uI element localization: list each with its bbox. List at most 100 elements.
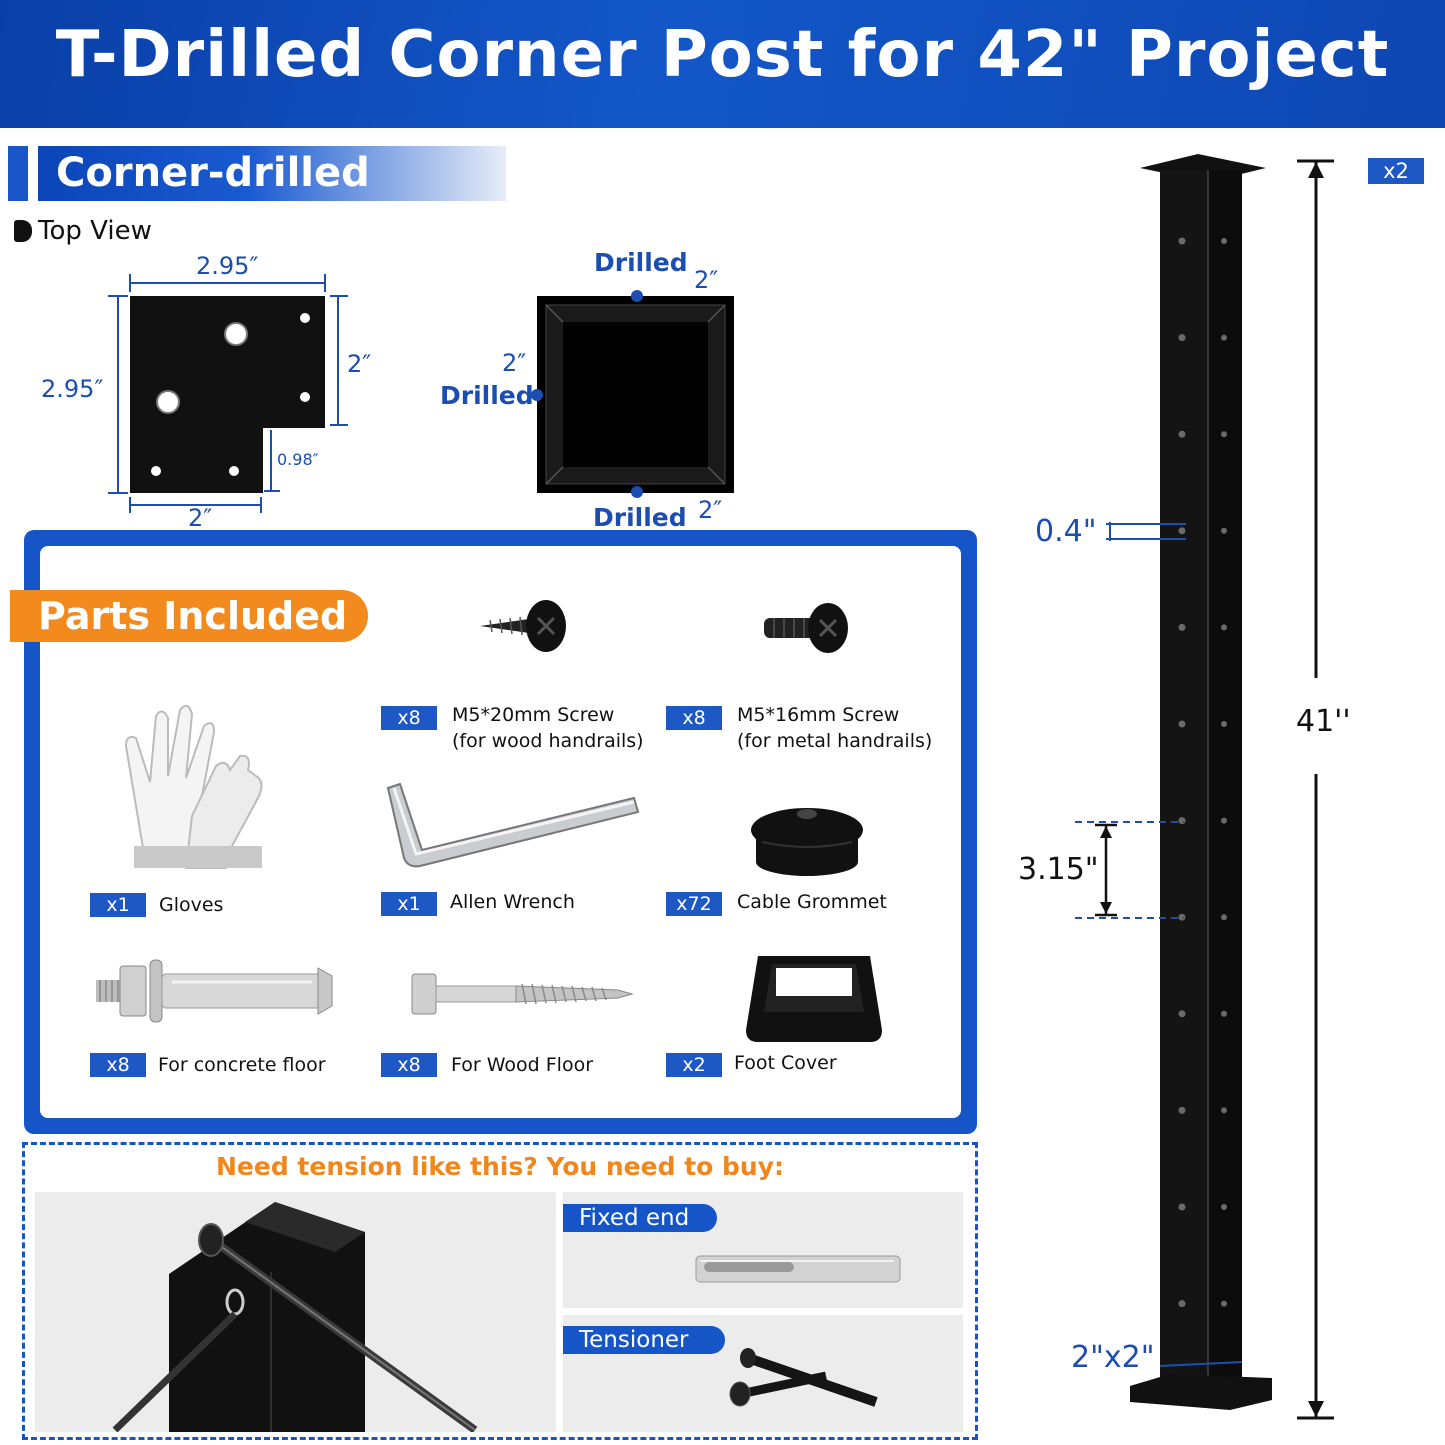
part-label: M5*20mm Screw (for wood handrails) [452,702,644,754]
plate-dim-top: 2.95″ [196,252,259,280]
post-hole [1178,237,1186,245]
post-hole [1221,1010,1227,1017]
post-holes [1178,237,1227,1308]
post-cross-section [531,290,734,498]
qty-badge: x8 [381,1053,437,1077]
plate-hole [300,392,310,402]
post-hole [1178,1010,1186,1018]
qty-badge: x8 [90,1053,146,1077]
tension-photo [35,1192,556,1434]
part-name: Allen Wrench [450,891,575,913]
tensioner-tag: Tensioner [563,1326,725,1354]
part-label: M5*16mm Screw (for metal handrails) [737,702,932,754]
qty-badge: x1 [90,893,146,917]
plate-hole [156,390,180,414]
anchor-bolt-icon [96,959,333,1023]
part-name: M5*16mm Screw [737,704,900,726]
section-title: Corner-drilled [38,146,506,201]
post-height-label: 41'' [1296,704,1351,739]
post-base-plate [1130,1374,1272,1410]
plate-dim-bottom: 2″ [188,504,213,532]
flat-screw-icon [480,600,566,652]
drilled-left-label: Drilled [440,381,534,410]
post-hole [1221,624,1227,631]
section-accent-bar [8,146,28,201]
lag-screw-icon [411,973,634,1015]
post-cable-illustration [112,1202,478,1434]
gloves-icon [124,704,263,869]
plate-hole [300,313,310,323]
post-hole [1178,623,1186,631]
post-hole [1221,1107,1227,1114]
tension-box [22,1142,978,1440]
base-plate-shape [130,296,325,493]
plate-hole [229,466,239,476]
part-note: (for metal handrails) [737,730,933,752]
post-hole [1178,1203,1186,1211]
drill-point [531,389,543,401]
allen-wrench-icon [386,782,640,868]
square-dim-left: 2″ [502,349,527,377]
plate-hole [151,466,161,476]
machine-screw-icon [764,603,848,653]
post-hole [1221,817,1227,824]
plate-hole [224,322,248,346]
part-name: Gloves [159,894,224,916]
hole-size-label: 0.4" [1035,514,1097,549]
header-banner: T-Drilled Corner Post for 42" Project [0,0,1445,128]
qty-badge: x2 [666,1053,722,1077]
drilled-top-label: Drilled [594,248,688,277]
top-view-label: Top View [14,216,152,246]
fixed-end-icon [695,1255,901,1283]
part-note: (for wood handrails) [452,730,644,752]
part-name: For Wood Floor [451,1054,594,1076]
plate-dim-notch: 0.98″ [277,450,319,469]
grommet-icon [751,808,863,876]
post-hole [1221,1204,1227,1210]
qty-badge: x8 [666,706,722,730]
corner-post [1130,154,1272,1410]
qty-badge: x72 [666,892,722,916]
post-hole [1221,914,1227,921]
post-hole [1178,527,1186,535]
post-size-label: 2"x2" [1071,1340,1155,1375]
part-name: Foot Cover [734,1052,837,1074]
plate-dim-left: 2.95″ [41,375,104,403]
parts-title: Parts Included [10,590,368,642]
base-plate-diagram [108,274,348,513]
qty-badge: x1 [381,892,437,916]
part-name: For concrete floor [158,1054,326,1076]
post-hole [1221,431,1227,438]
square-dim-top: 2″ [694,266,719,294]
square-dim-bottom: 2″ [698,496,723,524]
part-name: Cable Grommet [737,891,887,913]
foot-cover-icon [746,956,882,1042]
page-title: T-Drilled Corner Post for 42" Project [55,18,1390,92]
post-hole [1221,527,1227,534]
post-hole [1178,1300,1186,1308]
drilled-bottom-label: Drilled [593,503,687,532]
post-hole [1178,1106,1186,1114]
post-hole [1178,720,1186,728]
post-hole [1178,334,1186,342]
tensioner-icon [729,1348,878,1407]
hole-spacing-label: 3.15" [1018,852,1099,887]
spacing-dimension [1075,821,1184,919]
drill-point [631,290,643,302]
eye-icon [14,220,32,242]
plate-dim-right: 2″ [347,350,372,378]
top-view-text: Top View [38,216,152,246]
tension-heading: Need tension like this? You need to buy: [215,1152,785,1181]
post-hole [1221,238,1227,244]
post-qty-badge: x2 [1368,158,1424,184]
post-hole [1178,430,1186,438]
part-name: M5*20mm Screw [452,704,615,726]
post-hole [1221,334,1227,341]
height-dimension [1297,159,1334,1420]
fixed-end-tag: Fixed end [563,1204,717,1232]
post-hole [1221,1300,1227,1307]
qty-badge: x8 [381,706,437,730]
hole-dimension [1106,522,1186,541]
post-hole [1221,721,1227,727]
drill-point [631,486,643,498]
